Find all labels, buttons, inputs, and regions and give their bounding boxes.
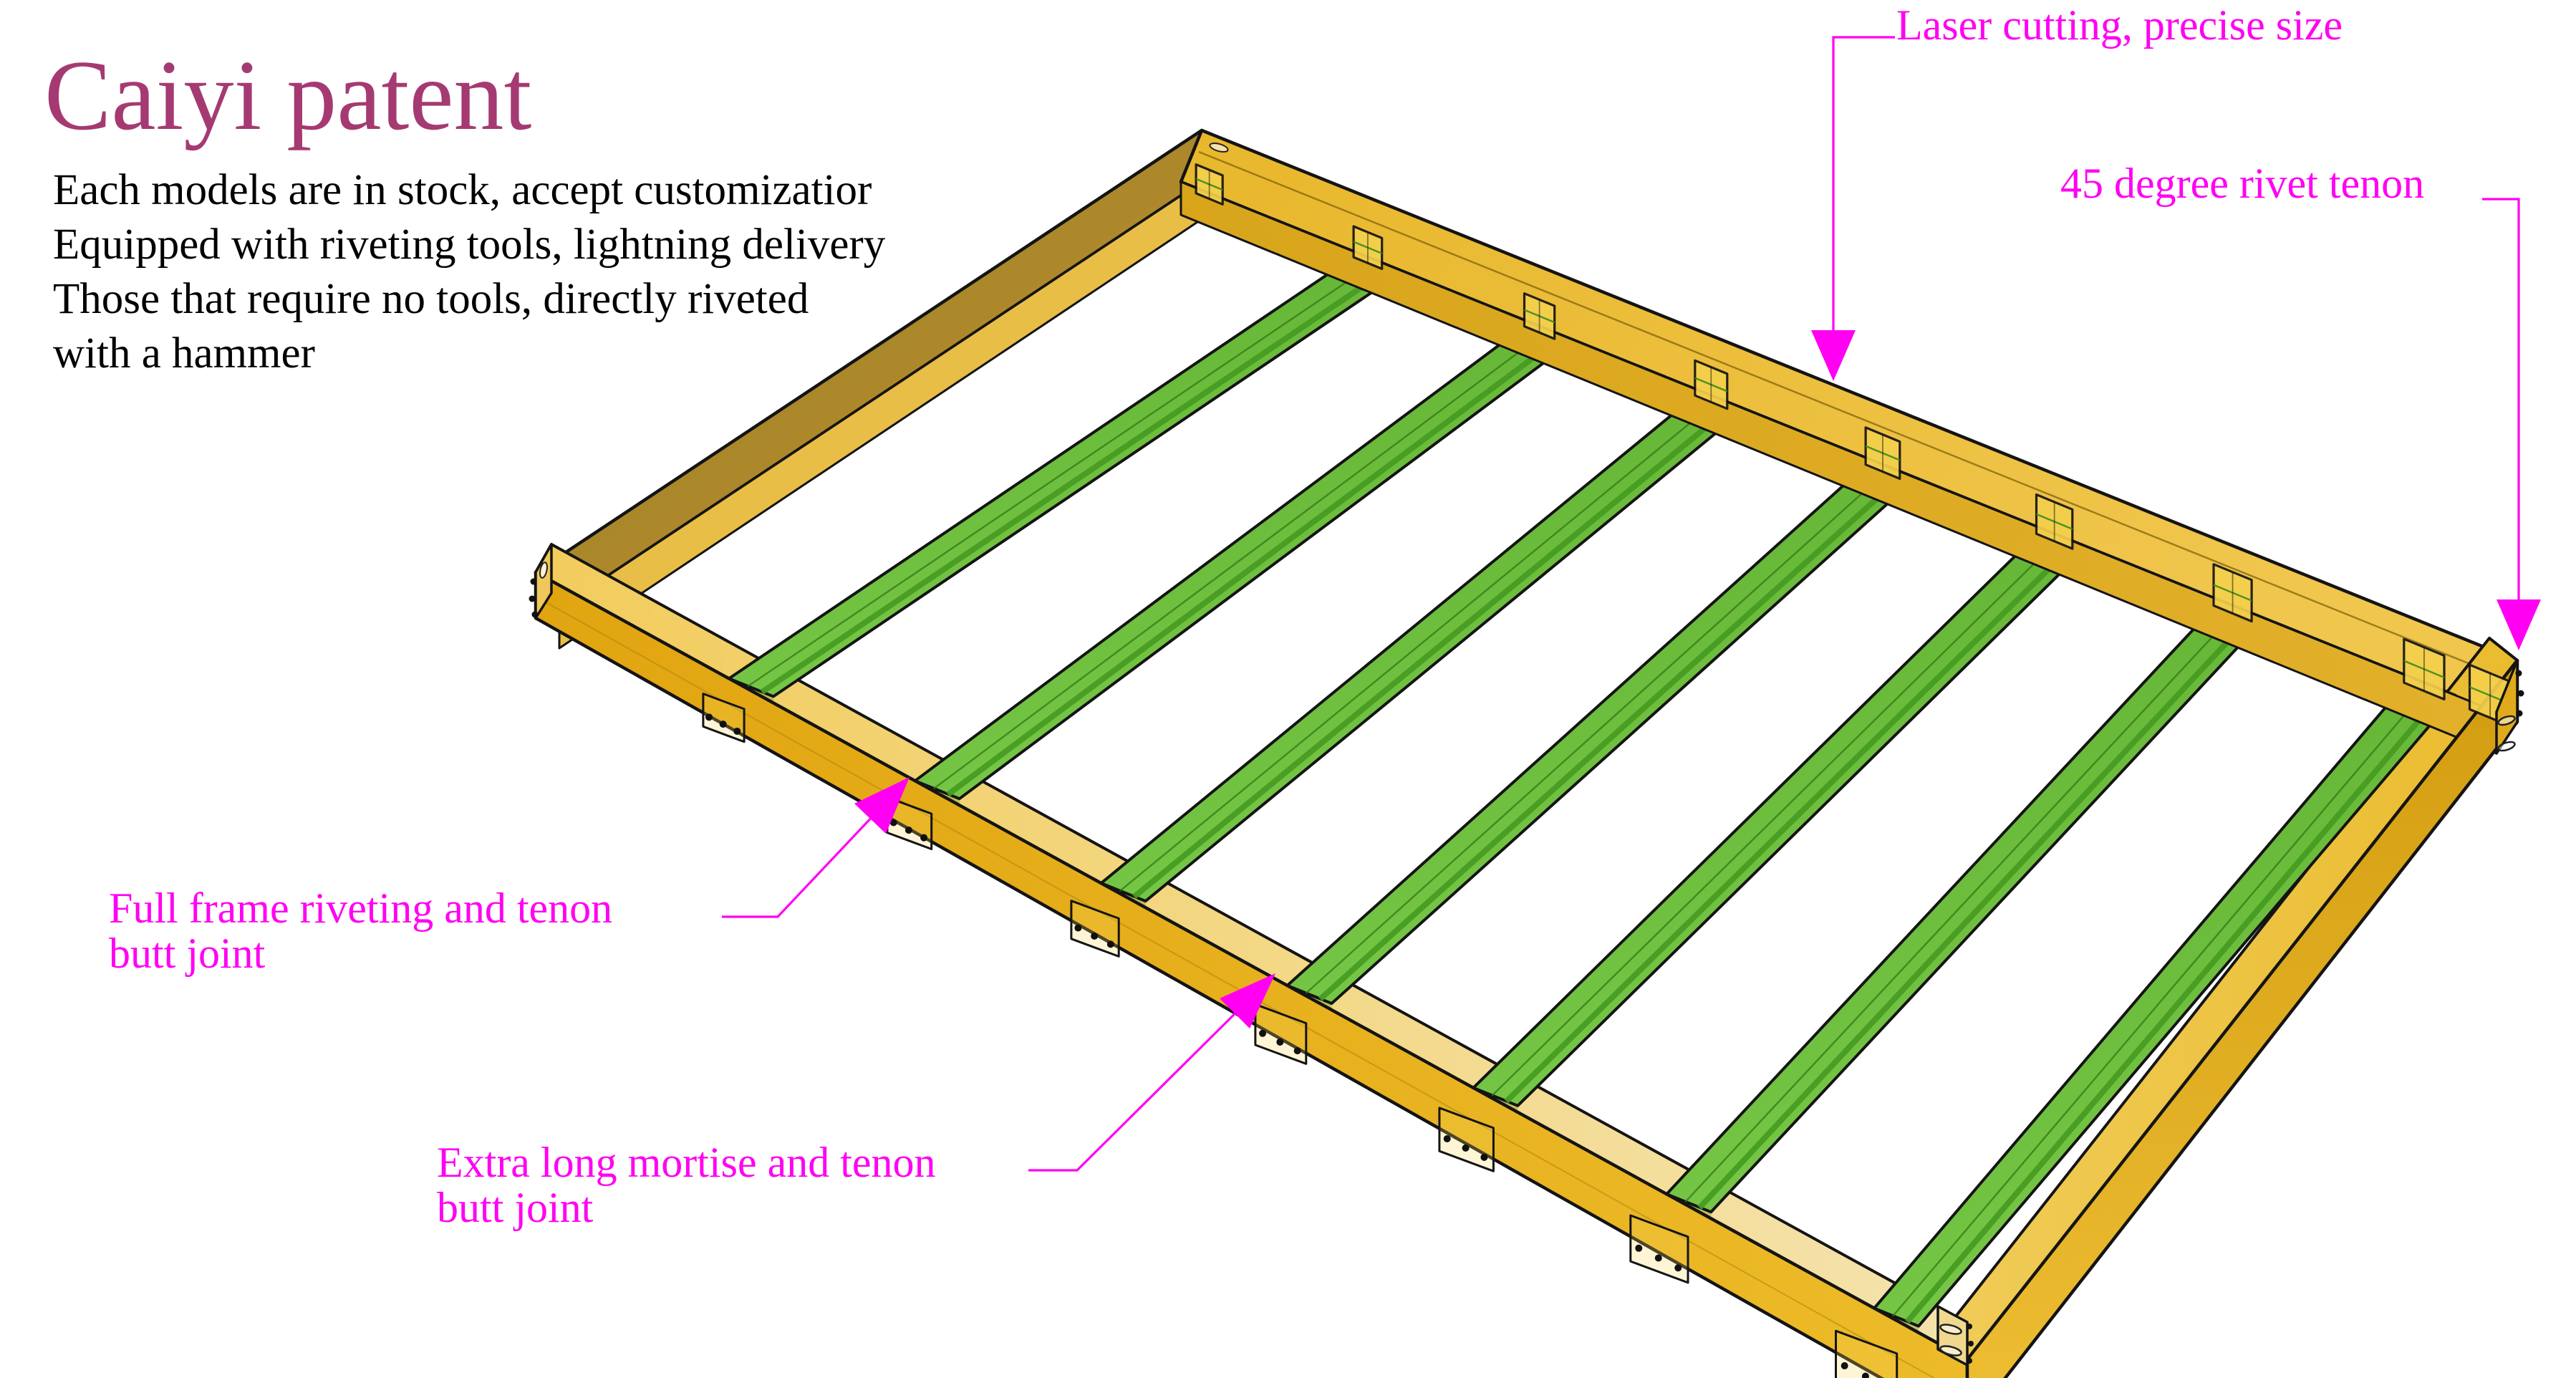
- description-text: Each models are in stock, accept customi…: [53, 163, 885, 381]
- annotation-line: butt joint: [437, 1184, 594, 1231]
- frame-joints: [529, 143, 2524, 1378]
- leader-lines: [722, 36, 2541, 1172]
- annotation-line: butt joint: [109, 930, 266, 977]
- description-line: Equipped with riveting tools, lightning …: [53, 221, 886, 269]
- page-title: Caiyi patent: [44, 40, 532, 151]
- annotation-extra-long-mortise: Extra long mortise and tenon butt joint: [437, 1140, 936, 1230]
- description-line: Each models are in stock, accept customi…: [53, 166, 872, 214]
- frame-illustration: [534, 128, 2519, 1378]
- description-line: Those that require no tools, directly ri…: [53, 275, 809, 323]
- annotation-line: Full frame riveting and tenon: [109, 885, 613, 932]
- description-line: with a hammer: [53, 329, 315, 377]
- annotation-line: Extra long mortise and tenon: [437, 1139, 936, 1186]
- annotation-laser-cutting: Laser cutting, precise size: [1896, 1, 2343, 49]
- annotation-full-frame-riveting: Full frame riveting and tenon butt joint: [109, 886, 612, 976]
- annotation-45-degree-rivet-tenon: 45 degree rivet tenon: [2060, 160, 2425, 207]
